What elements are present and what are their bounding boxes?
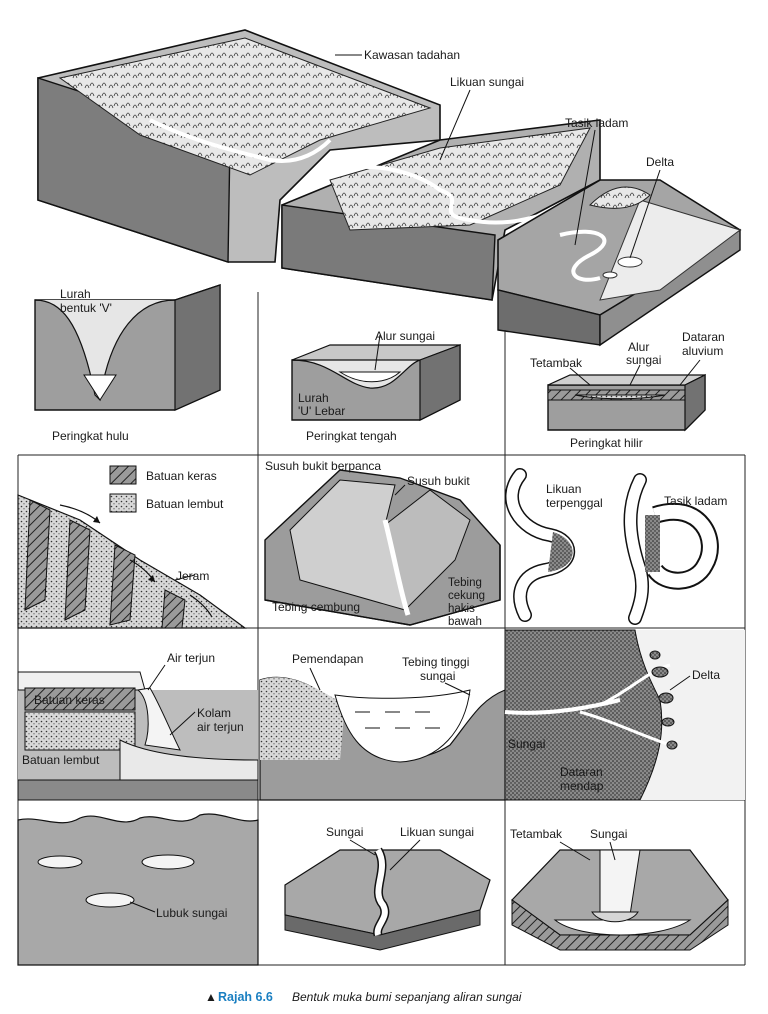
label-alur-sungai-tengah: Alur sungai bbox=[375, 329, 435, 343]
label-tebing-cekung-2: cekung bbox=[448, 590, 485, 602]
caption-number: Rajah 6.6 bbox=[218, 990, 273, 1004]
label-kawasan-tadahan: Kawasan tadahan bbox=[364, 48, 460, 62]
panel-peringkat-tengah: Alur sungai Lurah 'U' Lebar Peringkat te… bbox=[292, 329, 460, 443]
label-lurah-u-1: Lurah bbox=[298, 391, 329, 405]
panel-susuh-bukit: Susuh bukit berpanca Susuh bukit Tebing … bbox=[265, 459, 500, 628]
label-lubuk-sungai: Lubuk sungai bbox=[156, 906, 227, 920]
panel-delta: Delta Sungai Dataran mendap bbox=[505, 630, 745, 800]
caption-peringkat-tengah: Peringkat tengah bbox=[306, 429, 397, 443]
label-sungai-likuan: Sungai bbox=[326, 825, 363, 839]
label-likuan-2: terpenggal bbox=[546, 496, 603, 510]
label-likuan-1: Likuan bbox=[546, 482, 581, 496]
label-susuh-bukit: Susuh bukit bbox=[407, 474, 470, 488]
label-dataran-aluvium-1: Dataran bbox=[682, 330, 725, 344]
label-lurah-u-2: 'U' Lebar bbox=[298, 404, 345, 418]
label-dataran-aluvium-2: aluvium bbox=[682, 344, 723, 358]
label-dataran-mendap-2: mendap bbox=[560, 779, 604, 793]
label-tebing-cekung-3: hakis bbox=[448, 603, 475, 615]
label-sungai-delta: Sungai bbox=[508, 737, 545, 751]
label-lurah-v-1: Lurah bbox=[60, 287, 91, 301]
panel-lubuk-sungai: Lubuk sungai bbox=[18, 814, 258, 965]
label-batuan-keras-panel: Batuan keras bbox=[34, 693, 105, 707]
label-tetambak-hilir: Tetambak bbox=[530, 356, 583, 370]
label-tebing-tinggi-1: Tebing tinggi bbox=[402, 655, 469, 669]
panel-jeram: Batuan keras Batuan lembut Jeram bbox=[18, 466, 245, 628]
label-tebing-cekung-1: Tebing bbox=[448, 577, 482, 589]
caption-marker: ▲ bbox=[205, 990, 217, 1004]
label-tebing-tinggi-2: sungai bbox=[420, 669, 455, 683]
figure-caption: ▲ Rajah 6.6 Bentuk muka bumi sepanjang a… bbox=[205, 990, 522, 1004]
panel-peringkat-hulu: Lurah bentuk 'V' Peringkat hulu bbox=[35, 285, 220, 443]
top-landscape bbox=[38, 30, 740, 345]
label-tebing-cekung-4: bawah bbox=[448, 616, 482, 628]
label-lurah-v-2: bentuk 'V' bbox=[60, 301, 112, 315]
label-susuh-bukit-berpanca: Susuh bukit berpanca bbox=[265, 459, 381, 473]
legend-batuan-lembut: Batuan lembut bbox=[146, 497, 224, 511]
label-tebing-cembung: Tebing cembung bbox=[272, 600, 360, 614]
label-tasik-ladam-panel: Tasik ladam bbox=[664, 494, 727, 508]
panel-tasik-ladam: Likuan terpenggal Tasik ladam bbox=[512, 475, 727, 618]
label-jeram: Jeram bbox=[176, 569, 209, 583]
label-dataran-mendap-1: Dataran bbox=[560, 765, 603, 779]
label-air-terjun: Air terjun bbox=[167, 651, 215, 665]
label-kolam-2: air terjun bbox=[197, 720, 244, 734]
panel-tetambak: Tetambak Sungai bbox=[510, 827, 728, 950]
label-pemendapan: Pemendapan bbox=[292, 652, 363, 666]
label-batuan-lembut-panel: Batuan lembut bbox=[22, 753, 100, 767]
caption-text: Bentuk muka bumi sepanjang aliran sungai bbox=[292, 990, 522, 1004]
panel-peringkat-hilir: Tetambak Alur sungai Dataran aluvium Per… bbox=[530, 330, 725, 450]
label-alur-hilir-2: sungai bbox=[626, 353, 661, 367]
panel-pemendapan: Pemendapan Tebing tinggi sungai bbox=[260, 652, 505, 800]
label-delta-top: Delta bbox=[646, 155, 674, 169]
legend-batuan-keras: Batuan keras bbox=[146, 469, 217, 483]
caption-peringkat-hulu: Peringkat hulu bbox=[52, 429, 129, 443]
label-tetambak-panel: Tetambak bbox=[510, 827, 563, 841]
caption-peringkat-hilir: Peringkat hilir bbox=[570, 436, 643, 450]
panel-air-terjun: Air terjun Batuan keras Kolam air terjun… bbox=[18, 651, 258, 800]
label-kolam-1: Kolam bbox=[197, 706, 231, 720]
label-sungai-tetambak: Sungai bbox=[590, 827, 627, 841]
label-likuan-sungai-panel: Likuan sungai bbox=[400, 825, 474, 839]
label-alur-hilir-1: Alur bbox=[628, 340, 649, 354]
label-tasik-ladam-top: Tasik ladam bbox=[565, 116, 628, 130]
label-delta-panel: Delta bbox=[692, 668, 720, 682]
label-likuan-sungai-top: Likuan sungai bbox=[450, 75, 524, 89]
panel-likuan-sungai: Sungai Likuan sungai bbox=[285, 825, 490, 950]
